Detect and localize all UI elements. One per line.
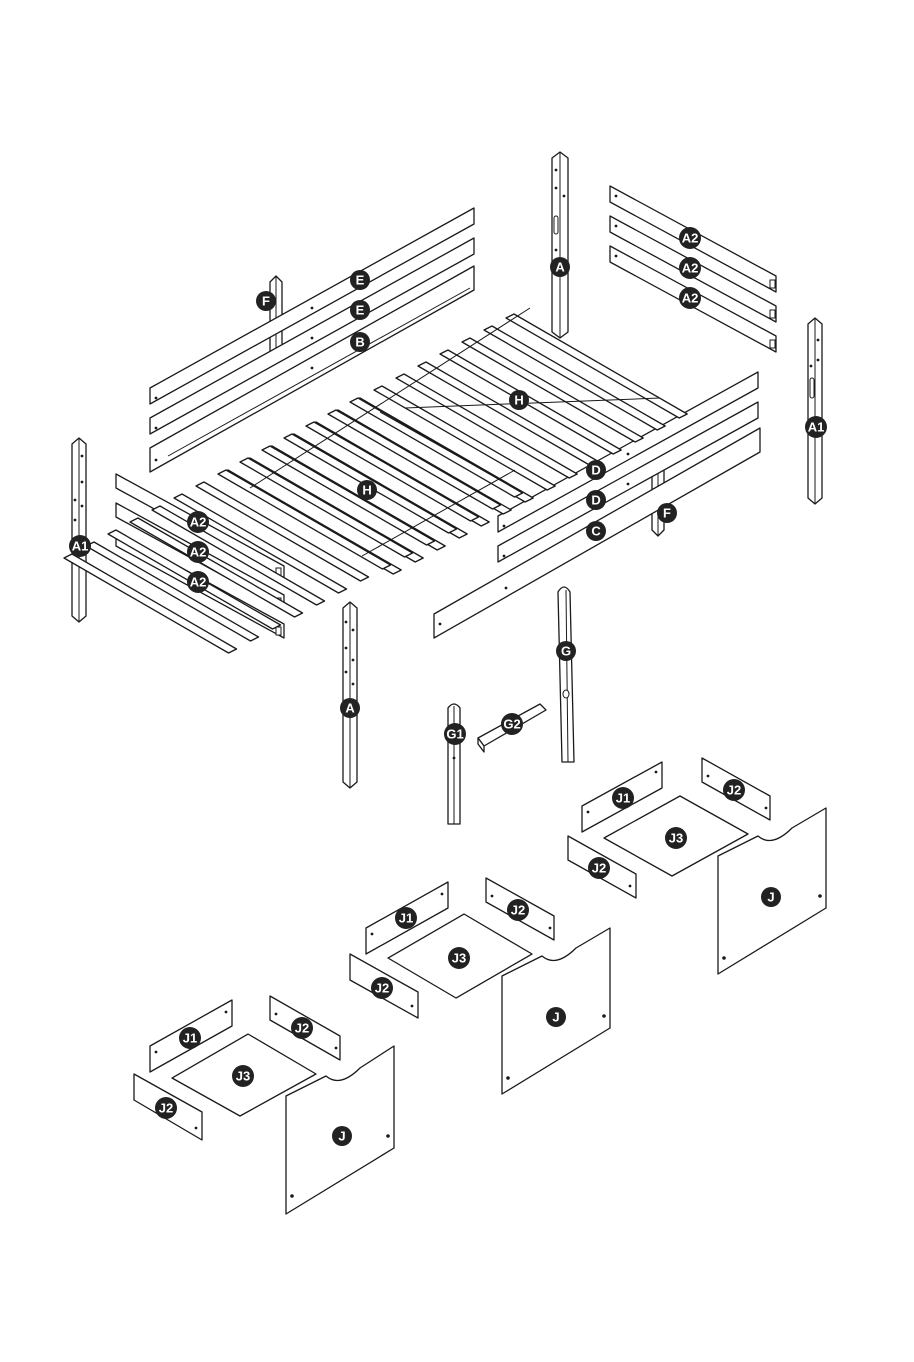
- badge-a2-right-1: A2: [679, 227, 701, 249]
- post-a1-right: [808, 318, 822, 504]
- badge-f-right: F: [657, 503, 677, 523]
- svg-text:H: H: [362, 483, 371, 498]
- svg-text:D: D: [591, 463, 600, 478]
- badge-j1-left: J1: [179, 1027, 201, 1049]
- badge-g: G: [556, 641, 576, 661]
- badge-f-left: F: [256, 291, 276, 311]
- badge-g2: G2: [501, 713, 523, 735]
- svg-text:A2: A2: [190, 575, 207, 590]
- badge-a2-left-3: A2: [187, 571, 209, 593]
- rails-e-b-back: [150, 208, 474, 472]
- svg-text:A: A: [555, 260, 565, 275]
- badge-j3-middle: J3: [448, 947, 470, 969]
- badge-j1-middle: J1: [395, 907, 417, 929]
- svg-text:J1: J1: [399, 911, 413, 926]
- label-badges: A A2 A2 A2 E E B F A1 H H D D C F A1 A2 …: [69, 227, 827, 1146]
- svg-text:F: F: [663, 506, 671, 521]
- badge-a2-right-2: A2: [679, 257, 701, 279]
- badge-h-back: H: [509, 390, 529, 410]
- svg-text:A2: A2: [190, 515, 207, 530]
- svg-text:J2: J2: [295, 1021, 309, 1036]
- badge-j-right: J: [761, 887, 781, 907]
- svg-text:A2: A2: [682, 291, 699, 306]
- post-a-front: [343, 602, 357, 788]
- badge-a-front: A: [340, 698, 360, 718]
- svg-text:G: G: [561, 644, 571, 659]
- svg-text:J: J: [552, 1010, 559, 1025]
- svg-text:J2: J2: [592, 861, 606, 876]
- svg-text:A1: A1: [72, 539, 89, 554]
- badge-c: C: [586, 521, 606, 541]
- badge-j2-left-back: J2: [291, 1017, 313, 1039]
- badge-j-middle: J: [546, 1007, 566, 1027]
- svg-text:A2: A2: [682, 261, 699, 276]
- badge-a2-left-2: A2: [187, 541, 209, 563]
- badge-j2-right-front: J2: [588, 857, 610, 879]
- badge-d-2: D: [586, 490, 606, 510]
- svg-text:J1: J1: [616, 791, 630, 806]
- svg-text:F: F: [262, 294, 270, 309]
- badge-b: B: [350, 332, 370, 352]
- svg-text:J3: J3: [452, 951, 466, 966]
- badge-j2-right-back: J2: [723, 779, 745, 801]
- svg-text:J2: J2: [727, 783, 741, 798]
- svg-text:G2: G2: [503, 717, 520, 732]
- badge-a2-right-3: A2: [679, 287, 701, 309]
- svg-text:J2: J2: [375, 981, 389, 996]
- svg-text:J: J: [767, 890, 774, 905]
- badge-d-1: D: [586, 460, 606, 480]
- badge-e-2: E: [350, 300, 370, 320]
- slats-h: [64, 308, 687, 653]
- badge-a1-right: A1: [805, 416, 827, 438]
- svg-text:A: A: [345, 701, 355, 716]
- post-g: [558, 587, 574, 762]
- badge-j2-left-front: J2: [155, 1097, 177, 1119]
- post-g1: [448, 704, 460, 824]
- badge-g1: G1: [444, 723, 466, 745]
- svg-text:A1: A1: [808, 420, 825, 435]
- badge-j3-left: J3: [232, 1065, 254, 1087]
- svg-text:G1: G1: [446, 727, 463, 742]
- badge-e-1: E: [350, 270, 370, 290]
- svg-text:J1: J1: [183, 1031, 197, 1046]
- badge-j2-middle-back: J2: [507, 899, 529, 921]
- post-a1-left: [72, 438, 86, 622]
- svg-text:E: E: [356, 273, 365, 288]
- svg-text:H: H: [514, 393, 523, 408]
- svg-text:J2: J2: [159, 1101, 173, 1116]
- svg-text:C: C: [591, 524, 601, 539]
- badge-j1-right: J1: [612, 787, 634, 809]
- post-a-back: [552, 152, 568, 338]
- badge-a-back: A: [550, 257, 570, 277]
- badge-h-front: H: [357, 480, 377, 500]
- svg-text:A2: A2: [682, 231, 699, 246]
- svg-text:B: B: [355, 335, 364, 350]
- svg-text:D: D: [591, 493, 600, 508]
- svg-text:A2: A2: [190, 545, 207, 560]
- svg-text:J2: J2: [511, 903, 525, 918]
- badge-j-left: J: [332, 1126, 352, 1146]
- svg-text:J: J: [338, 1129, 345, 1144]
- badge-a1-left: A1: [69, 535, 91, 557]
- svg-text:E: E: [356, 303, 365, 318]
- badge-j3-right: J3: [665, 827, 687, 849]
- svg-text:J3: J3: [669, 831, 683, 846]
- svg-text:J3: J3: [236, 1069, 250, 1084]
- badge-a2-left-1: A2: [187, 511, 209, 533]
- badge-j2-middle-front: J2: [371, 977, 393, 999]
